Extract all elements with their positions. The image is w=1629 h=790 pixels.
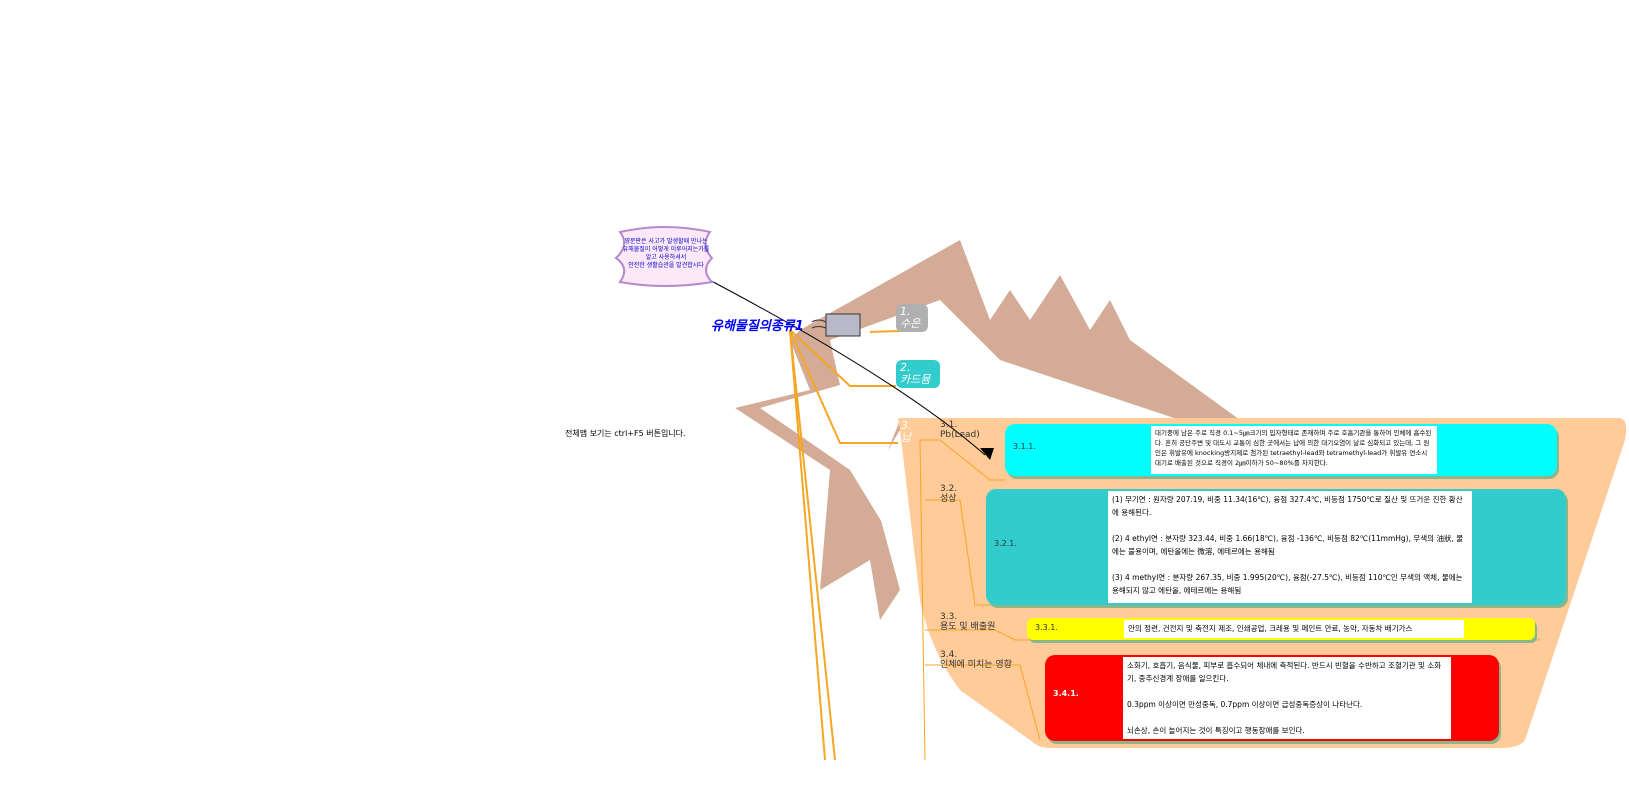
node-text: 안의 정련, 건전지 및 축전지 제조, 인쇄공업, 크레용 및 페인트 안료,… (1124, 620, 1464, 638)
subtopic-health-effects[interactable]: 3.4. 인체에 미치는 영향 (940, 650, 1012, 670)
paragraph: (3) 4 methyl연 : 분자량 267.35, 비중 1.995(20℃… (1112, 573, 1463, 595)
node-3-3-1[interactable]: 3.3.1. 안의 정련, 건전지 및 축전지 제조, 인쇄공업, 크레용 및 … (1027, 618, 1535, 640)
root-topic[interactable]: 유해물질의종류1 (711, 319, 804, 334)
node-text: 대기중에 남은 주로 직경 0.1~5㎛크기의 입자형태로 존재하며 주로 호흡… (1151, 426, 1437, 474)
branch-label: 납 (901, 431, 912, 444)
subtopic-number: 3.1. (940, 420, 958, 430)
branch-number: 1. (900, 305, 911, 318)
branch-number: 2. (900, 361, 911, 374)
subtopic-label: 용도 및 배출원 (940, 622, 996, 632)
branch-lead[interactable]: 3. 납 (898, 418, 920, 444)
subtopic-pb-lead[interactable]: 3.1. Pb(Lead) (940, 420, 980, 440)
paragraph: (1) 무기연 : 원자량 207.19, 비중 11.34(16℃), 융점 … (1112, 495, 1463, 517)
node-3-1-1[interactable]: 3.1.1. 대기중에 남은 주로 직경 0.1~5㎛크기의 입자형태로 존재하… (1005, 424, 1557, 476)
branch-cadmium[interactable]: 2. 카드뮴 (896, 360, 940, 388)
node-text: (1) 무기연 : 원자량 207.19, 비중 11.34(16℃), 융점 … (1108, 491, 1472, 603)
subtopic-label: 성상 (940, 494, 957, 504)
subtopic-label: Pb(Lead) (940, 430, 980, 440)
cloud-note-line: 영문판은 사고가 발생할때 만나는 (624, 238, 708, 245)
subtopic-number: 3.3. (940, 612, 958, 622)
node-3-4-1[interactable]: 3.4.1. 소화기, 호흡기, 음식물, 피부로 흡수되어 체내에 축적된다.… (1045, 655, 1499, 741)
subtopic-number: 3.2. (940, 484, 958, 494)
cloud-note-line: 알고 사용하셔서 (645, 254, 687, 261)
cloud-note-line: 유해물질이 어떻게 이루어지는가를 (622, 246, 710, 253)
subtopic-uses-sources[interactable]: 3.3. 용도 및 배출원 (940, 612, 995, 632)
node-number: 3.1.1. (1013, 442, 1036, 451)
node-number: 3.4.1. (1053, 689, 1079, 698)
branch-mercury[interactable]: 1. 수은 (896, 304, 928, 332)
paragraph: 뇌손상, 손이 늘어지는 것이 특징이고 행동장애를 보인다. (1127, 726, 1305, 735)
subtopic-label: 인체에 미치는 영향 (940, 660, 1012, 670)
node-number: 3.2.1. (994, 539, 1017, 548)
paragraph: (2) 4 ethyl연 : 분자량 323.44, 비중 1.66(18℃),… (1112, 534, 1464, 556)
arrow-head-icon (980, 448, 994, 460)
branch-number: 3. (901, 419, 912, 432)
branch-label: 카드뮴 (900, 373, 931, 386)
subtopic-number: 3.4. (940, 650, 958, 660)
cloud-note[interactable]: 영문판은 사고가 발생할때 만나는 유해물질이 어떻게 이루어지는가를 알고 사… (614, 238, 718, 270)
paragraph: 소화기, 호흡기, 음식물, 피부로 흡수되어 체내에 축적된다. 반드시 빈혈… (1127, 661, 1442, 683)
cloud-note-line: 안전한 생활습관을 발견합시다 (628, 262, 704, 269)
node-3-2-1[interactable]: 3.2.1. (1) 무기연 : 원자량 207.19, 비중 11.34(16… (986, 489, 1566, 605)
branch-label: 수은 (900, 317, 921, 330)
cloud-note-shape (614, 226, 715, 287)
node-number: 3.3.1. (1035, 623, 1058, 632)
shortcut-hint: 전체맵 보기는 ctrl+F5 버튼입니다. (565, 429, 686, 438)
subtopic-properties[interactable]: 3.2. 성상 (940, 484, 957, 504)
attachment-icon (811, 313, 861, 337)
paragraph: 0.3ppm 이상이면 만성중독, 0.7ppm 이상이면 급성중독증상이 나타… (1127, 700, 1363, 709)
node-text: 소화기, 호흡기, 음식물, 피부로 흡수되어 체내에 축적된다. 반드시 빈혈… (1123, 657, 1451, 739)
